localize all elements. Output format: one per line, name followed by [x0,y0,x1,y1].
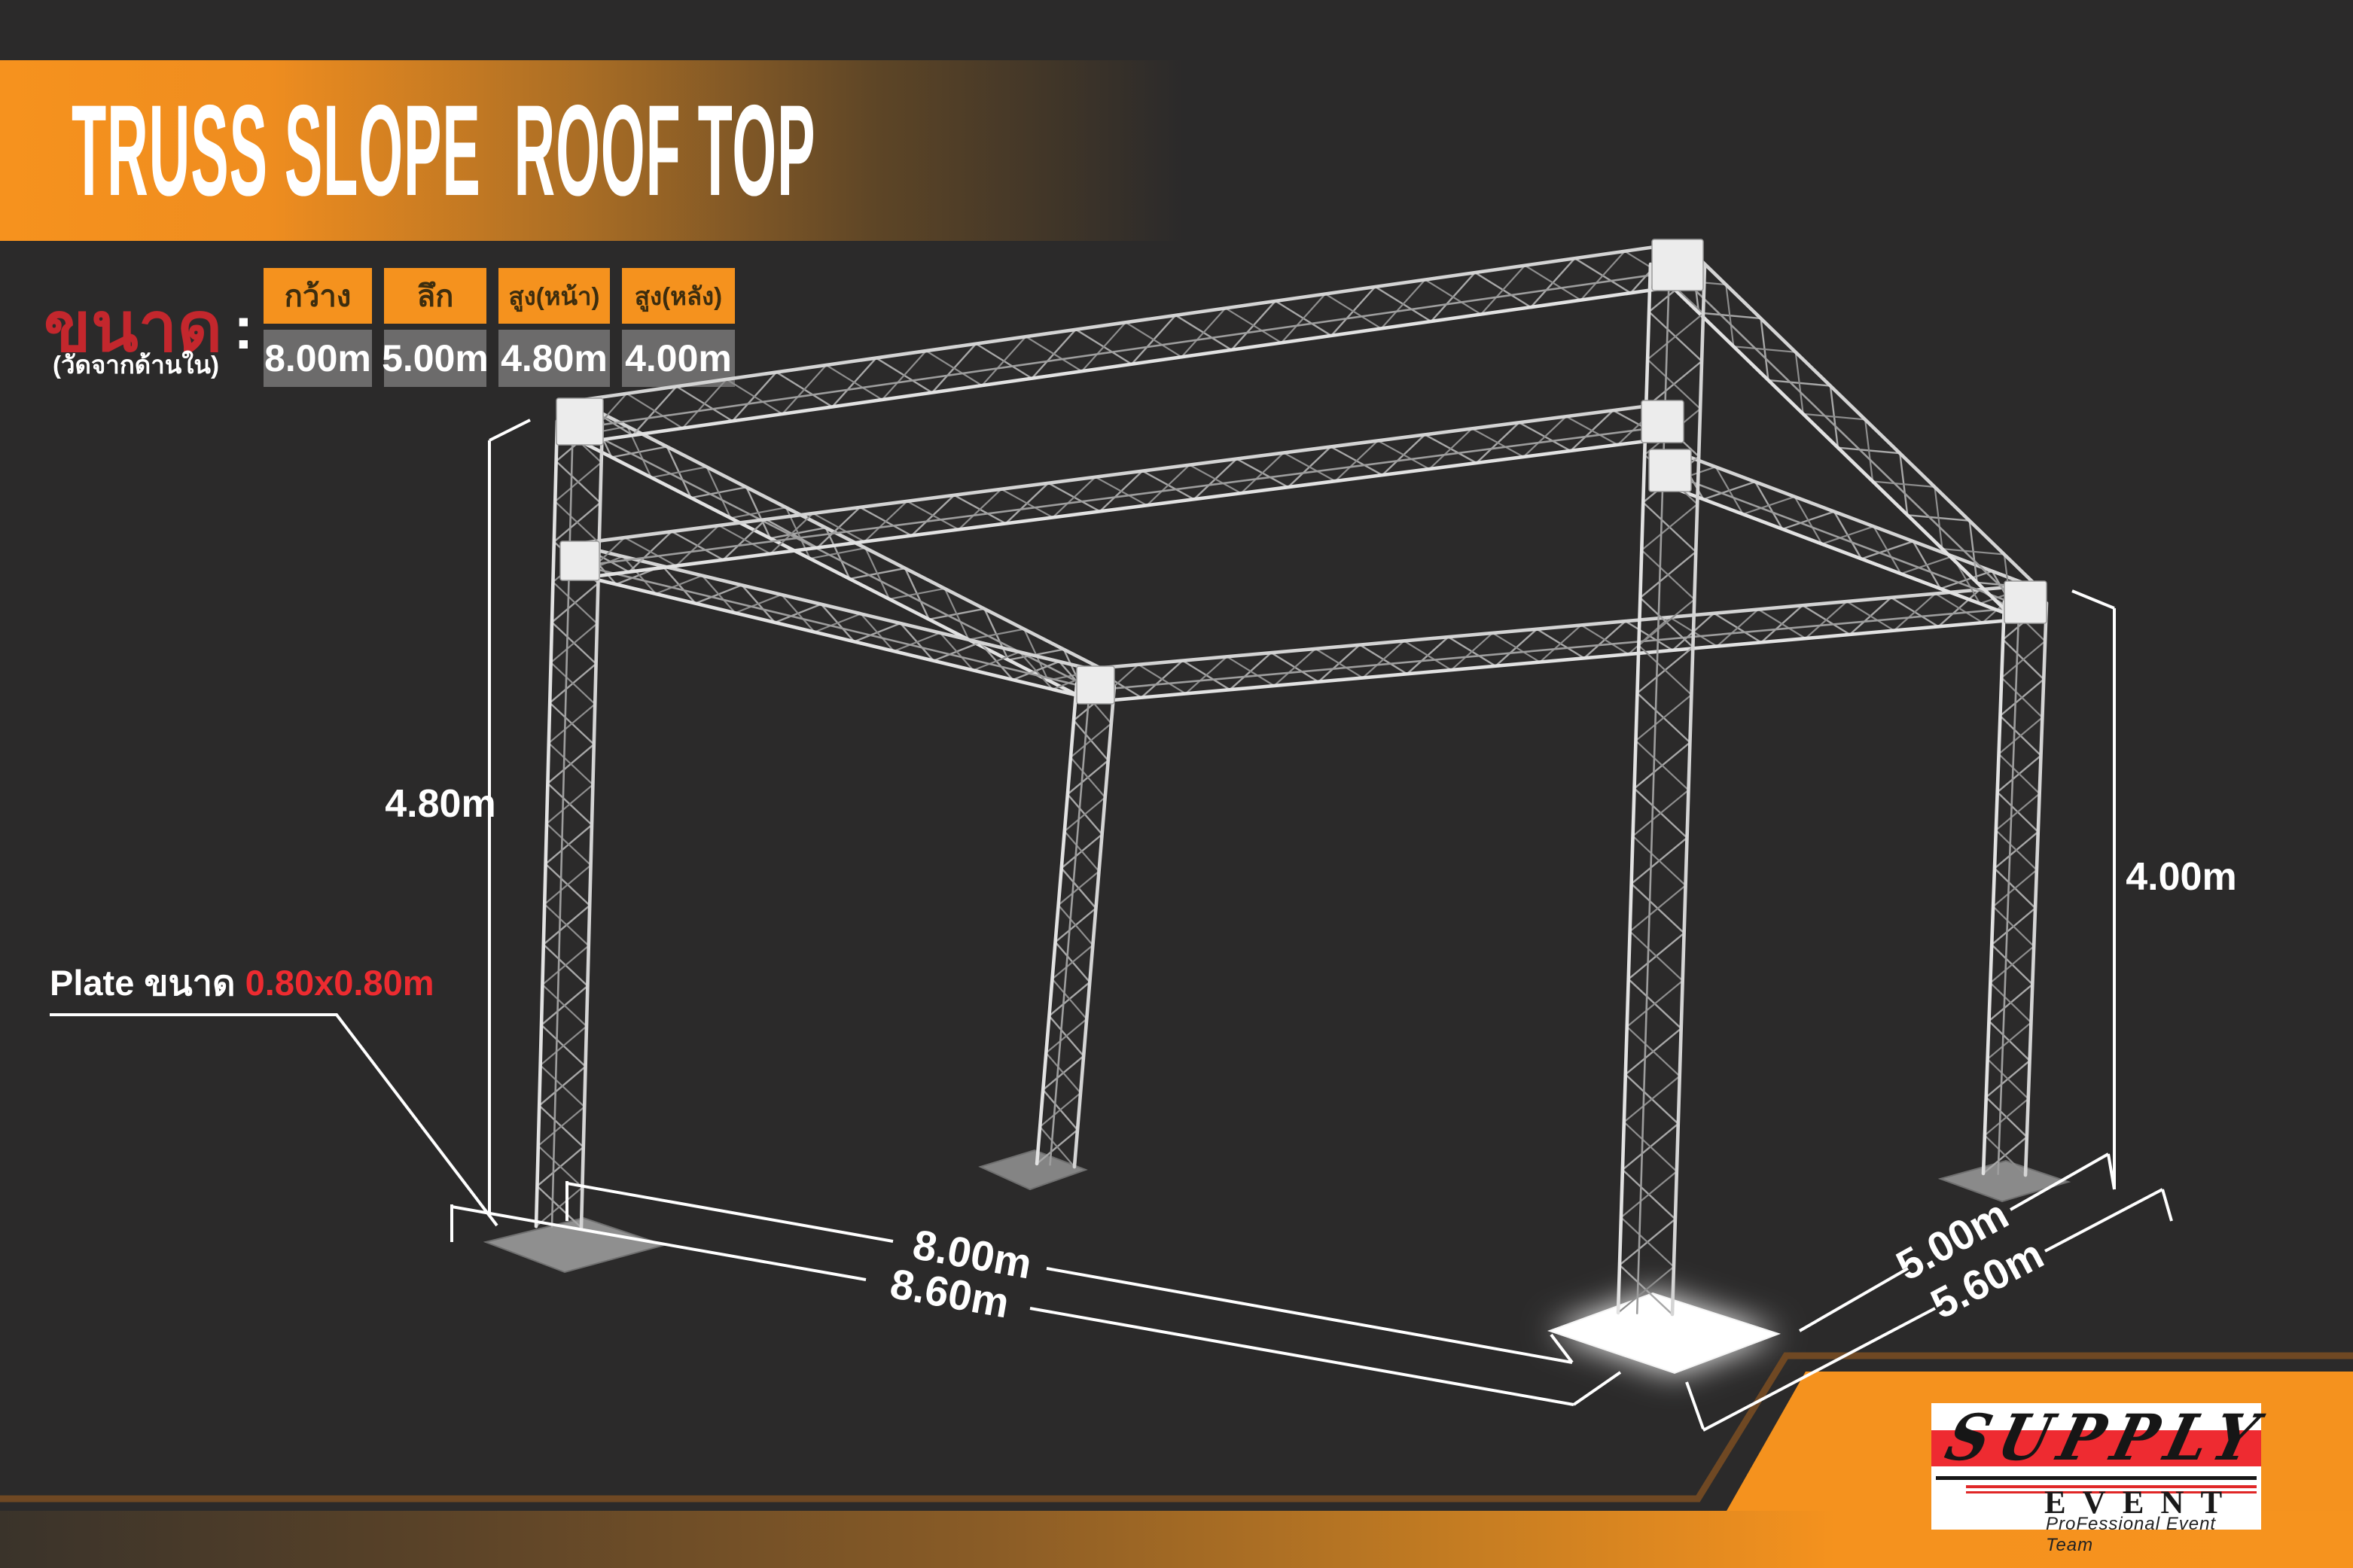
page-title: TRUSS SLOPE ROOF TOP [72,78,816,223]
dim-depth-inner-line [1799,1267,1909,1332]
col-header-back-height: สูง(หลัง) [622,268,735,324]
size-table: กว้าง ลึก สูง(หน้า) สูง(หลัง) 8.00m 5.00… [264,268,747,387]
value-front-height: 4.80m [498,330,610,387]
size-colon: : [233,294,254,361]
logo-red-rule-2 [1966,1491,2257,1493]
header-banner: TRUSS SLOPE ROOF TOP [0,60,1220,241]
dim-back-height-label: 4.00m [2126,855,2236,899]
plate-size-note: Plate ขนาด 0.80x0.80m [50,955,434,1011]
supply-event-logo: SUPPLY EVENT ProFessional Event Team [1931,1400,2275,1555]
logo-red-stripe [1931,1430,2261,1466]
size-table-header-row: กว้าง ลึก สูง(หน้า) สูง(หลัง) [264,268,747,324]
value-back-height: 4.00m [622,330,735,387]
plate-note-label: Plate ขนาด [50,963,245,1003]
plate-callout-line [50,1013,498,1227]
size-table-value-row: 8.00m 5.00m 4.80m 4.00m [264,330,747,387]
size-measure-note: (วัดจากด้านใน) [53,351,219,379]
size-label: ขนาด [44,289,223,366]
truss-structure [483,239,2071,1375]
brown-accent-line [0,1352,2353,1503]
logo-red-rule-1 [1966,1485,2257,1488]
logo-division-text: EVENT [2044,1485,2239,1521]
logo-black-underline [1936,1476,2257,1480]
dimension-lines [50,419,2173,1432]
plate-note-value: 0.80x0.80m [245,963,434,1003]
dim-depth-outer-line [1702,1307,1936,1432]
dim-front-height-label: 4.80m [385,782,495,826]
value-depth: 5.00m [382,330,489,387]
logo-brand-text: SUPPLY [1939,1400,2275,1475]
col-header-front-height: สูง(หน้า) [498,268,610,324]
col-header-width: กว้าง [264,268,372,324]
dim-width-inner-line [566,1182,894,1243]
col-header-depth: ลึก [384,268,486,324]
dim-width-outer-line [451,1205,867,1281]
logo-tagline: ProFessional Event Team [2046,1514,2217,1555]
value-width: 8.00m [264,330,372,387]
